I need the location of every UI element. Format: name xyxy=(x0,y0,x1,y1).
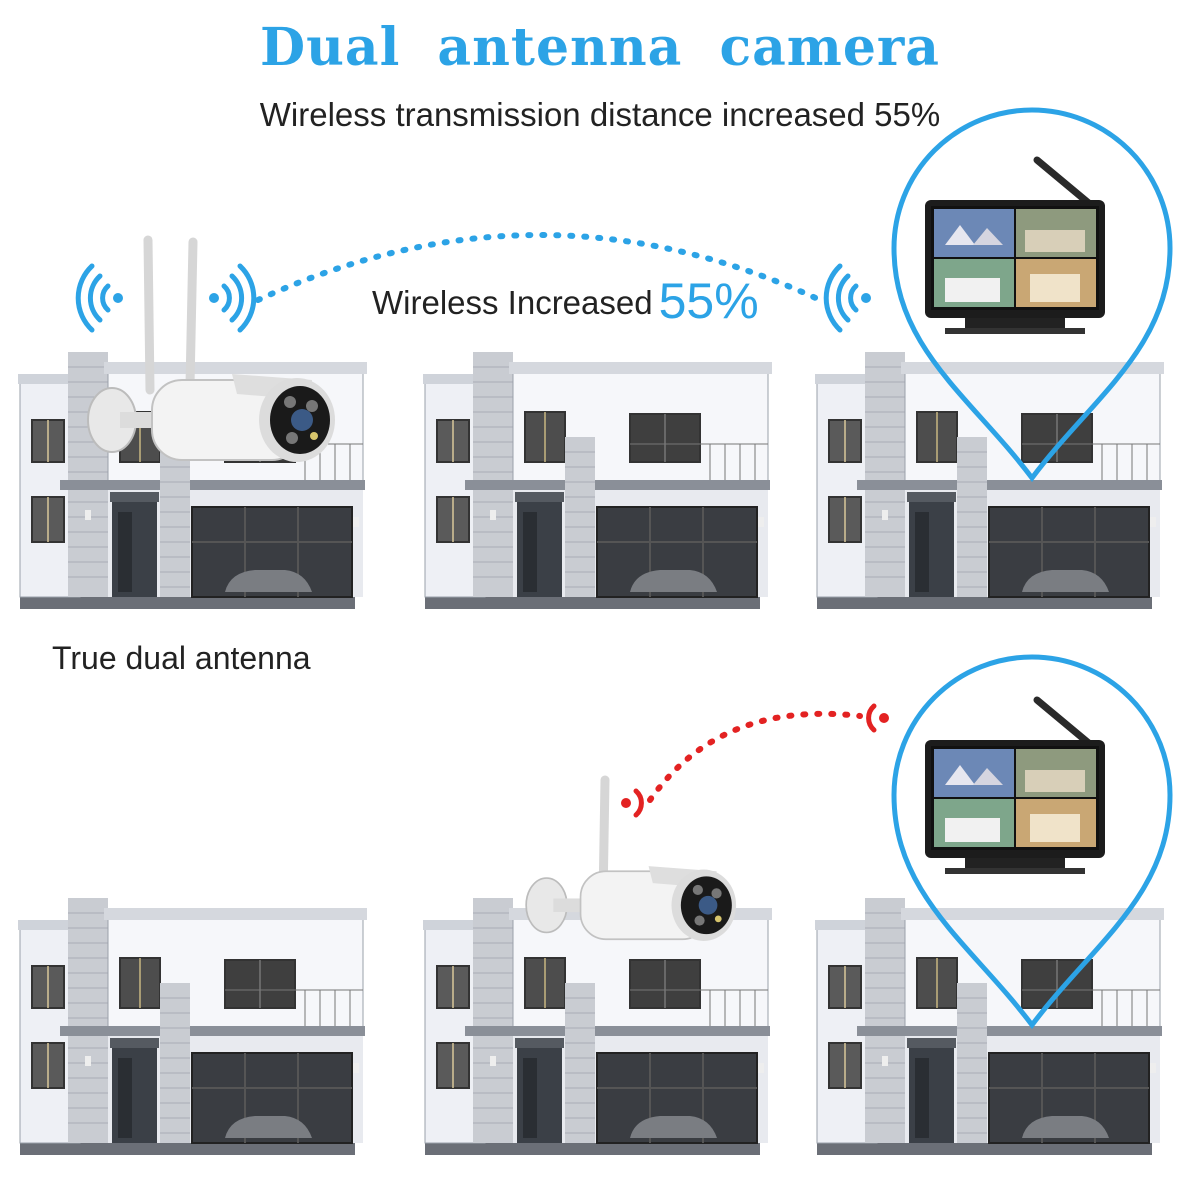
monitor-icon xyxy=(925,160,1105,334)
signal-path xyxy=(255,232,823,303)
signal-path xyxy=(647,710,863,803)
house-bottom-right xyxy=(814,897,1165,1156)
monitor-icon xyxy=(925,700,1105,874)
camera-icon xyxy=(525,775,737,942)
page-subtitle: Wireless transmission distance increased… xyxy=(259,96,941,133)
wireless-increased-text: Wireless Increased xyxy=(372,284,653,321)
wireless-increased-value: 55% xyxy=(658,273,759,329)
page-title: Dual antenna camera xyxy=(259,17,940,78)
wifi-signal-icon xyxy=(621,703,889,818)
camera-icon xyxy=(87,235,336,463)
house-top-right xyxy=(814,351,1165,610)
dual-antenna-caption: True dual antenna xyxy=(52,640,311,676)
house-bottom-left xyxy=(17,897,368,1156)
house-top-middle xyxy=(422,351,773,610)
